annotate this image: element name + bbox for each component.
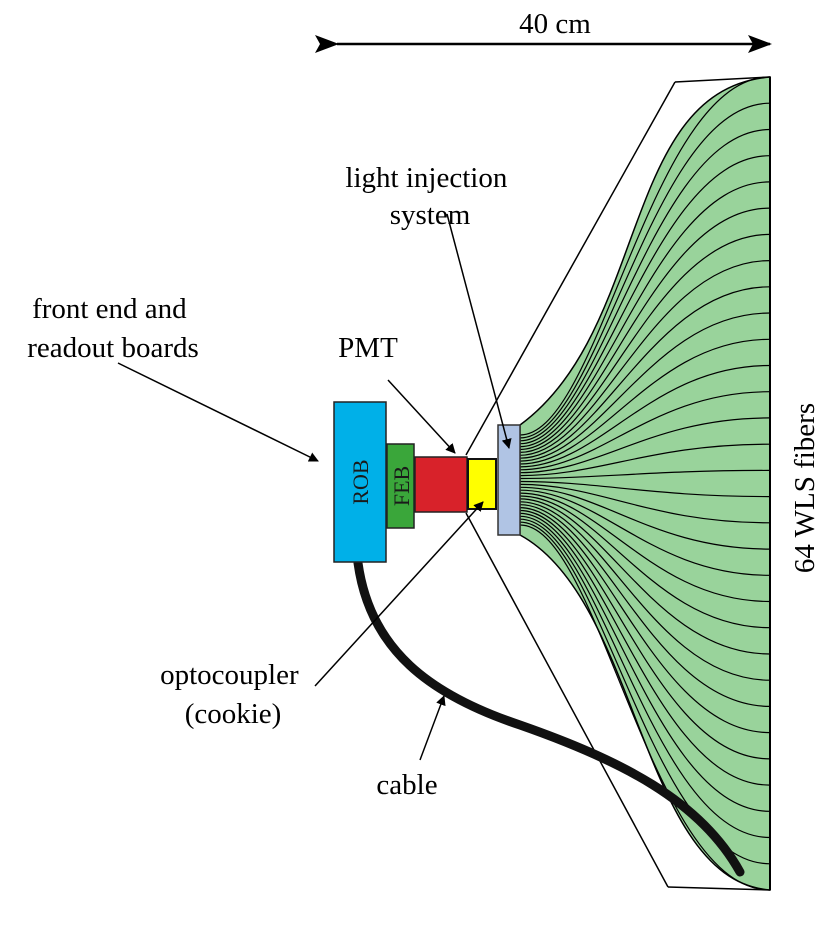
optocoupler-label: optocoupler (cookie) [160, 659, 306, 730]
wls-fiber [519, 233, 771, 453]
cable [353, 558, 745, 877]
dimension-label: 40 cm [519, 8, 591, 40]
rob-label: ROB [348, 459, 373, 504]
front-end-label: front end and readout boards [27, 293, 199, 364]
wls-fiber [519, 364, 771, 468]
wls-fiber [519, 207, 771, 451]
wls-fiber [519, 102, 771, 439]
optocoupler-cookie [467, 458, 497, 510]
wls-fiber [519, 486, 771, 550]
wls-fiber [519, 443, 771, 477]
wls-fiber [519, 286, 771, 459]
wls-fiber [519, 509, 771, 760]
pmt-label: PMT [338, 332, 398, 364]
wls-fiber [519, 524, 771, 891]
wls-fiber [519, 469, 771, 480]
wls-fiber [519, 260, 771, 456]
wls-fiber [519, 512, 771, 786]
light-injection-plate [497, 424, 521, 536]
wls-fiber [519, 495, 771, 629]
wls-fiber [519, 155, 771, 445]
leader-arrows [117, 213, 512, 761]
wls-fiber [519, 181, 771, 448]
wls-fiber [519, 515, 771, 812]
pmt-box [414, 456, 468, 513]
fibers-label: 64 WLS fibers [789, 403, 821, 573]
bundle-outline [465, 76, 771, 891]
fiber-envelope [519, 76, 771, 891]
wls-fiber [519, 312, 771, 462]
wls-fiber [519, 498, 771, 655]
wls-fiber [519, 483, 771, 524]
wls-fiber [519, 417, 771, 474]
wls-fiber [519, 501, 771, 681]
wls-fiber [519, 76, 771, 436]
wls-fiber [519, 518, 771, 839]
wls-fiber [519, 504, 771, 707]
cable-label: cable [376, 769, 437, 801]
wls-fiber-bundle [519, 76, 771, 891]
wls-fiber [519, 480, 771, 498]
wls-fiber [519, 492, 771, 603]
light-injection-label: light injection system [345, 162, 514, 231]
wls-fiber [519, 338, 771, 465]
rob-box [333, 401, 387, 563]
feb-label: FEB [389, 466, 414, 506]
feb-box [386, 443, 415, 529]
wls-fiber [519, 507, 771, 734]
wls-fiber [519, 128, 771, 442]
wls-fiber [519, 391, 771, 471]
wls-fiber [519, 489, 771, 576]
